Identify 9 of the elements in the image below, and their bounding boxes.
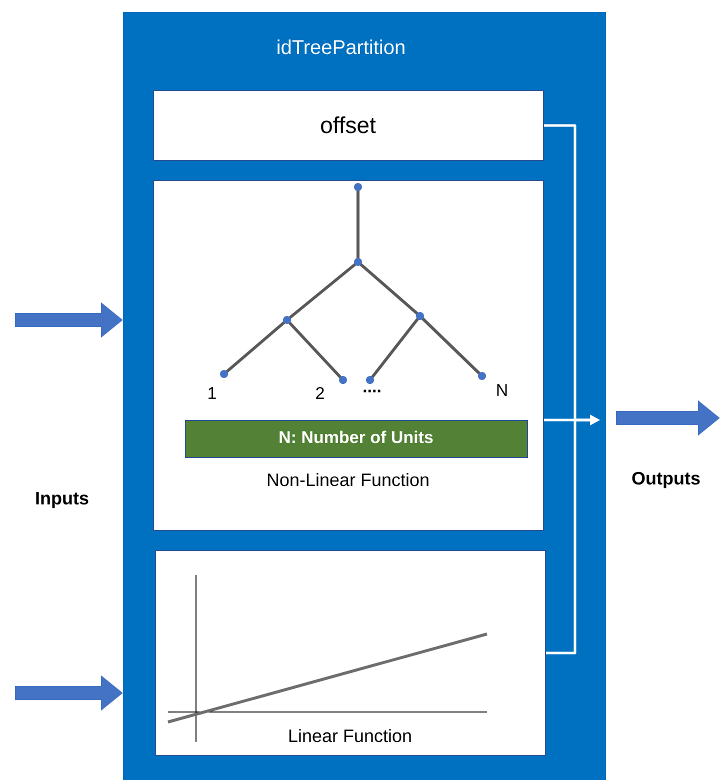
units-bar: N: Number of Units [185, 420, 528, 458]
function-box: Linear Function [155, 550, 546, 756]
output-label: Outputs [632, 472, 700, 488]
leaf-number: 1 [208, 387, 216, 399]
input-label: Inputs [36, 492, 88, 508]
ellipsis: .... [364, 390, 380, 392]
offset-box: offset [153, 90, 544, 161]
leaf-number: 2 [316, 387, 324, 399]
leaf-number: N [497, 384, 507, 396]
